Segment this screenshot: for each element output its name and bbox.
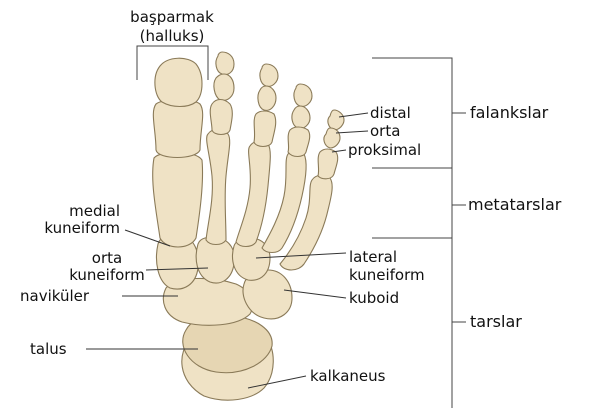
- label-lateral-line2: kuneiform: [349, 266, 425, 284]
- toe3-distal-phalanx-bone: [260, 64, 278, 86]
- toe4-middle-phalanx-bone: [292, 106, 310, 128]
- label-kuboid: kuboid: [349, 289, 399, 307]
- label-orta-line1: orta: [92, 249, 122, 267]
- label-talus: talus: [30, 340, 67, 358]
- label-orta-line2: kuneiform: [69, 266, 145, 284]
- label-navikuler: naviküler: [20, 287, 90, 305]
- toe5-proximal-phalanx-bone: [318, 149, 338, 179]
- metatarsal-1-bone: [153, 152, 203, 247]
- label-proksimal: proksimal: [348, 141, 421, 159]
- toe3-proximal-phalanx-bone: [254, 111, 276, 147]
- leader-kuboid: [284, 290, 346, 298]
- label-kalkaneus: kalkaneus: [310, 367, 386, 385]
- toe2-proximal-phalanx-bone: [210, 100, 232, 135]
- label-hallux-line1: başparmak: [130, 8, 214, 26]
- label-medial-line1: medial: [69, 202, 120, 220]
- group-label-metatarslar: metatarslar: [468, 195, 562, 214]
- toe4-distal-phalanx-bone: [294, 84, 312, 106]
- label-medial-line2: kuneiform: [44, 219, 120, 237]
- metatarsal-3-bone: [236, 141, 270, 246]
- hallux-distal-phalanx-bone: [155, 58, 202, 106]
- label-orta-phalanx: orta: [370, 122, 400, 140]
- group-labels: falankslar metatarslar tarslar: [468, 103, 562, 331]
- hallux-proximal-phalanx-bone: [153, 100, 202, 158]
- group-label-falankslar: falankslar: [470, 103, 549, 122]
- label-hallux-line2: (halluks): [140, 27, 205, 45]
- toe3-middle-phalanx-bone: [258, 86, 276, 110]
- foot-bones: [153, 52, 344, 400]
- group-label-tarslar: tarslar: [470, 312, 522, 331]
- label-lateral-line1: lateral: [349, 248, 397, 266]
- bracket-metatarslar: [372, 168, 452, 238]
- toe2-distal-phalanx-bone: [216, 52, 234, 75]
- leader-orta-phalanx: [336, 131, 368, 133]
- toe5-distal-phalanx-bone: [328, 110, 344, 130]
- leader-distal: [339, 113, 368, 117]
- label-distal: distal: [370, 104, 411, 122]
- toe5-middle-phalanx-bone: [324, 128, 340, 148]
- toe4-proximal-phalanx-bone: [288, 127, 310, 157]
- toe2-middle-phalanx-bone: [214, 74, 234, 100]
- metatarsal-2-bone: [206, 130, 230, 245]
